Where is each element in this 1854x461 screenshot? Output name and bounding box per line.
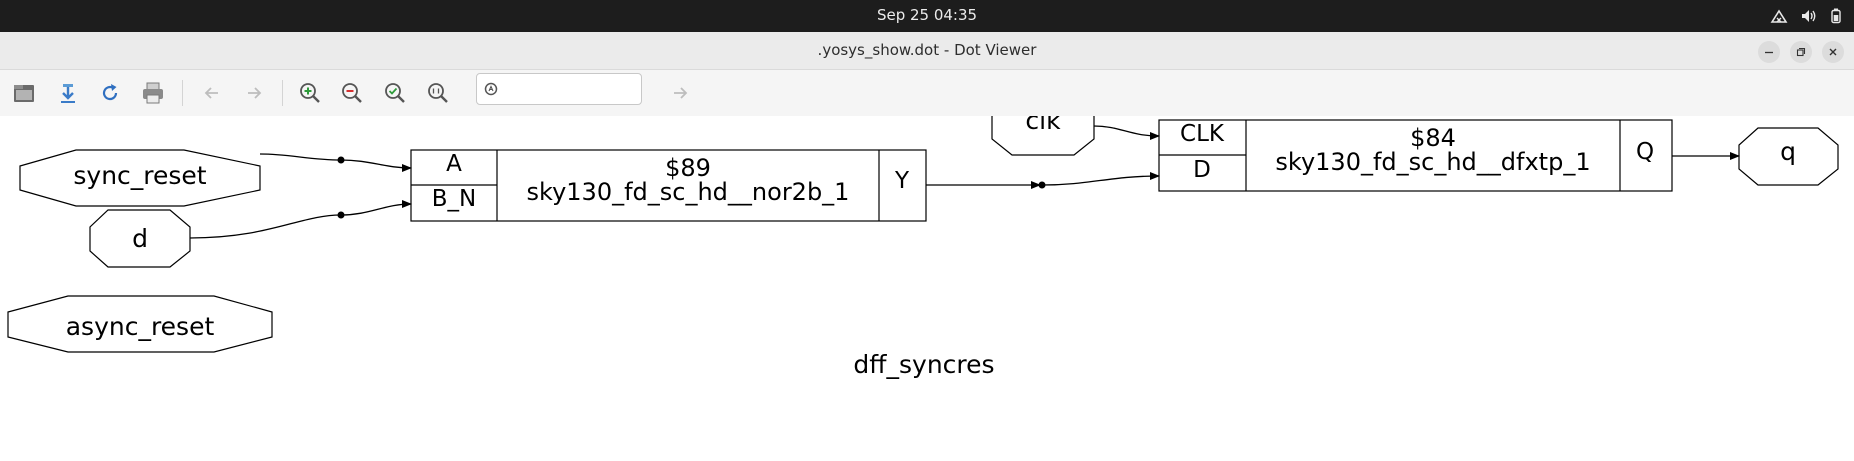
- zoom-in-button[interactable]: [294, 77, 326, 109]
- print-button[interactable]: [137, 77, 169, 109]
- cell-pin-d: D: [1193, 157, 1211, 183]
- port-label: async_reset: [66, 312, 215, 341]
- search-icon: [484, 82, 498, 96]
- graph-title: dff_syncres: [853, 350, 994, 379]
- minimize-icon: [1765, 51, 1773, 54]
- zoom-original-icon: [428, 83, 448, 103]
- zoom-out-icon: [342, 83, 362, 103]
- cell-pin-clk: CLK: [1180, 121, 1225, 147]
- search-box[interactable]: [476, 73, 642, 105]
- cell-type: sky130_fd_sc_hd__nor2b_1: [527, 178, 850, 206]
- search-input[interactable]: [503, 78, 639, 102]
- window-title: .yosys_show.dot - Dot Viewer: [817, 41, 1037, 59]
- cell-89[interactable]: A B_N $89 sky130_fd_sc_hd__nor2b_1 Y: [410, 149, 927, 222]
- system-top-bar: Sep 25 04:35: [0, 0, 1854, 32]
- toolbar: [0, 70, 1854, 116]
- port-label: sync_reset: [73, 161, 206, 190]
- port-clk[interactable]: clk: [991, 96, 1095, 156]
- close-icon: [1829, 48, 1837, 56]
- port-q[interactable]: q: [1738, 127, 1839, 186]
- network-icon[interactable]: [1770, 8, 1788, 24]
- arrow-left-icon: [204, 87, 218, 99]
- edge-y-d: [1041, 172, 1160, 186]
- printer-icon: [143, 82, 163, 104]
- cell-id: $84: [1410, 124, 1456, 152]
- edge-sync-reset: [259, 153, 342, 161]
- cell-pin-a: A: [446, 151, 462, 177]
- open-button[interactable]: [8, 77, 40, 109]
- cell-id: $89: [665, 154, 711, 182]
- system-tray[interactable]: [1770, 0, 1842, 32]
- zoom-fit-button[interactable]: [379, 77, 411, 109]
- minimize-button[interactable]: [1758, 41, 1780, 63]
- port-sync-reset[interactable]: sync_reset: [19, 149, 261, 207]
- battery-icon[interactable]: [1830, 8, 1842, 24]
- back-button[interactable]: [196, 77, 228, 109]
- cell-pin-q: Q: [1636, 139, 1654, 165]
- cell-pin-bn: B_N: [432, 186, 476, 212]
- zoom-out-button[interactable]: [336, 77, 368, 109]
- junction-dot: [337, 156, 345, 164]
- cell-84[interactable]: CLK D $84 sky130_fd_sc_hd__dfxtp_1 Q: [1158, 119, 1673, 192]
- system-clock[interactable]: Sep 25 04:35: [876, 6, 978, 24]
- graph-svg: sync_reset d async_reset clk q A B_N: [7, 96, 1839, 379]
- edge-clk: [1093, 125, 1160, 140]
- edge-d: [189, 214, 342, 239]
- zoom-in-icon: [300, 83, 320, 103]
- cell-pin-y: Y: [894, 168, 910, 194]
- edge-sync-reset-a: [340, 159, 412, 172]
- graph-canvas[interactable]: sync_reset d async_reset clk q A B_N: [0, 96, 1854, 457]
- port-label: q: [1780, 137, 1796, 166]
- zoom-100-button[interactable]: [422, 77, 454, 109]
- graph-junctions: [337, 156, 1046, 219]
- find-next-button[interactable]: [664, 77, 696, 109]
- download-icon: [61, 84, 75, 103]
- maximize-button[interactable]: [1790, 41, 1812, 63]
- port-d[interactable]: d: [89, 209, 191, 268]
- edge-d-bn: [340, 200, 412, 216]
- window-titlebar: .yosys_show.dot - Dot Viewer: [0, 32, 1854, 70]
- save-button[interactable]: [52, 77, 84, 109]
- close-button[interactable]: [1822, 41, 1844, 63]
- reload-icon: [102, 84, 118, 101]
- port-async-reset[interactable]: async_reset: [7, 295, 273, 353]
- restore-icon: [1796, 47, 1806, 57]
- arrow-right-icon: [248, 87, 262, 99]
- port-label: d: [132, 224, 148, 253]
- port-label: clk: [1025, 116, 1061, 135]
- zoom-fit-icon: [385, 83, 405, 103]
- cell-type: sky130_fd_sc_hd__dfxtp_1: [1275, 148, 1590, 176]
- forward-button[interactable]: [238, 77, 270, 109]
- reload-button[interactable]: [94, 77, 126, 109]
- find-next-icon: [674, 87, 688, 99]
- volume-icon[interactable]: [1800, 8, 1818, 24]
- open-file-icon: [14, 85, 34, 102]
- graph-edges: [189, 125, 1740, 239]
- junction-dot: [337, 211, 345, 219]
- junction-dot: [1038, 181, 1046, 189]
